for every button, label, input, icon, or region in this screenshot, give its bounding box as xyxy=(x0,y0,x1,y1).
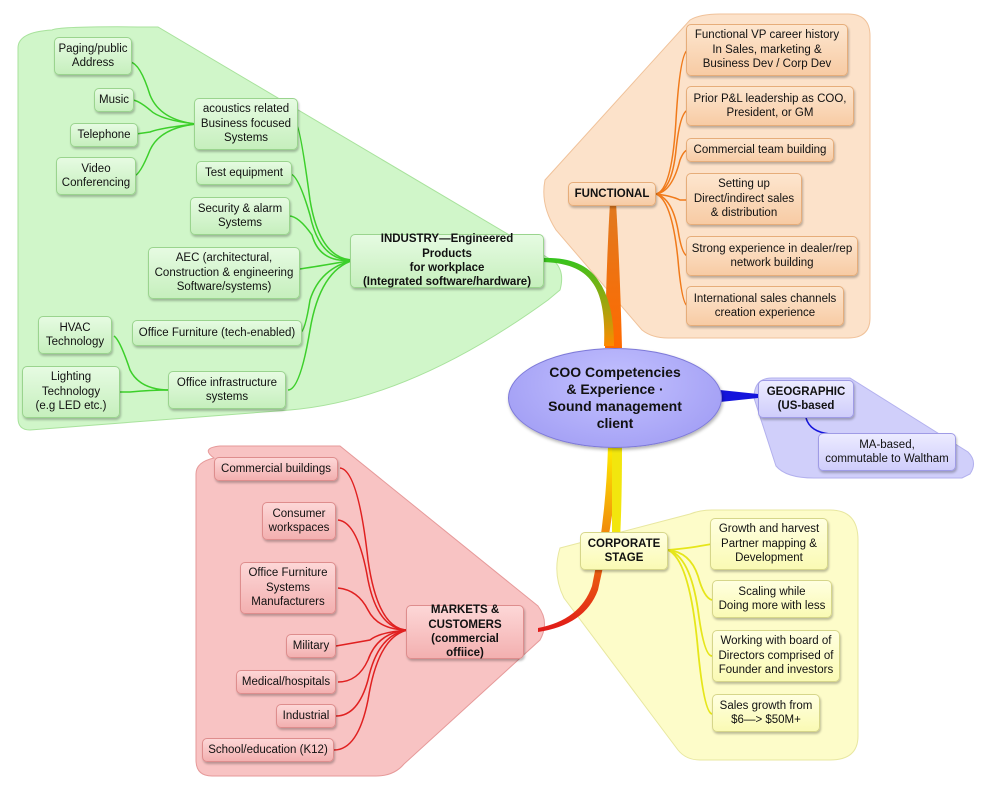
corporate-stage-topic[interactable]: CORPORATE STAGE xyxy=(580,532,668,570)
functional-item[interactable]: Functional VP career history In Sales, m… xyxy=(686,24,848,76)
trunk-industry xyxy=(540,257,614,346)
industry-topic[interactable]: INDUSTRY—Engineered Products for workpla… xyxy=(350,233,544,288)
markets-item[interactable]: Military xyxy=(286,634,336,658)
acoustics-systems-node[interactable]: acoustics related Business focused Syste… xyxy=(194,98,298,150)
functional-item[interactable]: Prior P&L leadership as COO, President, … xyxy=(686,86,854,126)
trunk-corporate xyxy=(612,446,622,540)
corporate-item[interactable]: Working with board of Directors comprise… xyxy=(712,630,840,682)
video-conferencing-node[interactable]: Video Conferencing xyxy=(56,157,136,195)
markets-item[interactable]: Medical/hospitals xyxy=(236,670,336,694)
test-equipment-node[interactable]: Test equipment xyxy=(196,161,292,185)
corporate-item[interactable]: Sales growth from $6—> $50M+ xyxy=(712,694,820,732)
aec-software-node[interactable]: AEC (architectural, Construction & engin… xyxy=(148,247,300,299)
markets-item[interactable]: Consumer workspaces xyxy=(262,502,336,540)
markets-customers-topic[interactable]: MARKETS & CUSTOMERS (commercial offiice) xyxy=(406,604,524,659)
geographic-topic[interactable]: GEOGRAPHIC (US-based xyxy=(758,380,854,418)
functional-topic[interactable]: FUNCTIONAL xyxy=(568,182,656,206)
geographic-item[interactable]: MA-based, commutable to Waltham xyxy=(818,433,956,471)
central-topic[interactable]: COO Competencies & Experience · Sound ma… xyxy=(508,348,722,448)
hvac-technology-node[interactable]: HVAC Technology xyxy=(38,316,112,354)
functional-item[interactable]: Strong experience in dealer/rep network … xyxy=(686,236,858,276)
corporate-item[interactable]: Growth and harvest Partner mapping & Dev… xyxy=(710,518,828,570)
functional-item[interactable]: Setting up Direct/indirect sales & distr… xyxy=(686,173,802,225)
security-alarm-node[interactable]: Security & alarm Systems xyxy=(190,197,290,235)
lighting-technology-node[interactable]: Lighting Technology (e.g LED etc.) xyxy=(22,366,120,418)
functional-item[interactable]: Commercial team building xyxy=(686,138,834,162)
markets-item[interactable]: School/education (K12) xyxy=(202,738,334,762)
paging-address-node[interactable]: Paging/public Address xyxy=(54,37,132,75)
trunk-geographic xyxy=(720,390,758,402)
office-infrastructure-node[interactable]: Office infrastructure systems xyxy=(168,371,286,409)
markets-item[interactable]: Commercial buildings xyxy=(214,457,338,481)
corporate-item[interactable]: Scaling while Doing more with less xyxy=(712,580,832,618)
markets-item[interactable]: Industrial xyxy=(276,704,336,728)
markets-item[interactable]: Office Furniture Systems Manufacturers xyxy=(240,562,336,614)
music-node[interactable]: Music xyxy=(94,88,134,112)
telephone-node[interactable]: Telephone xyxy=(70,123,138,147)
functional-item[interactable]: International sales channels creation ex… xyxy=(686,286,844,326)
office-furniture-tech-node[interactable]: Office Furniture (tech-enabled) xyxy=(132,320,302,346)
